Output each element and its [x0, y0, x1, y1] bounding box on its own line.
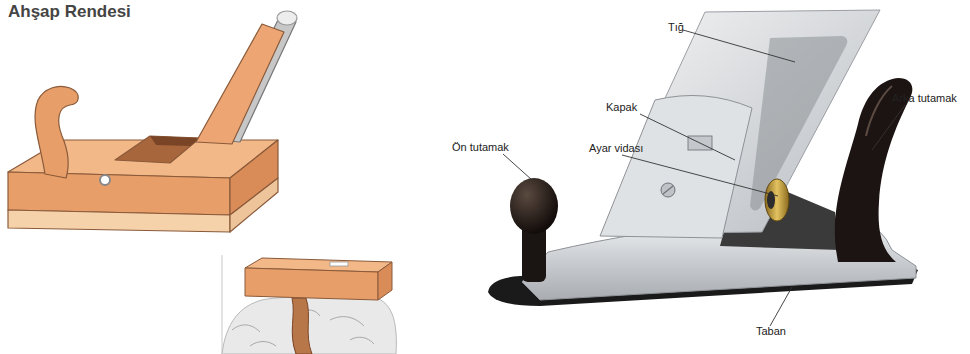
leader-line [622, 155, 778, 196]
wooden-wedge [196, 24, 284, 144]
diagram-title: Ahşap Rendesi [8, 2, 131, 22]
plane-throat [115, 136, 200, 163]
leader-line [683, 30, 795, 62]
cap-screw-slot [663, 186, 673, 194]
shaving-strip [292, 298, 312, 354]
inset-frame [222, 255, 223, 354]
depth-adjust-knob [765, 179, 789, 221]
part-label: Kapak [606, 101, 637, 114]
plane-screw [100, 175, 110, 185]
wooden-plane [8, 11, 297, 232]
wood-shavings [222, 296, 396, 354]
part-label: Arka tutamak [892, 92, 957, 105]
plane-inset [222, 255, 396, 354]
inset-blade-slot [330, 262, 348, 266]
plane-front-face [8, 172, 230, 215]
leader-line [640, 114, 735, 160]
part-label: Ayar vidası [589, 142, 643, 155]
leader-line [872, 105, 905, 150]
part-label: Tığ [668, 21, 684, 34]
blade-top [277, 11, 297, 25]
leader-line [503, 154, 532, 180]
lever-cap [600, 96, 752, 239]
metal-plane [488, 10, 918, 306]
front-knob [510, 178, 558, 234]
rear-horn [35, 87, 78, 179]
plane-end-base [230, 178, 278, 232]
plane-base-strip [8, 210, 230, 232]
inset-front-face [245, 268, 378, 300]
part-label: Taban [756, 325, 786, 338]
leader-lines [503, 30, 905, 326]
leader-line [770, 287, 792, 326]
plane-throat-shadow [150, 136, 200, 146]
rear-tote [835, 78, 913, 262]
blade-slot [750, 36, 847, 211]
inset-end-face [378, 262, 392, 300]
cap-screw [661, 183, 675, 197]
part-label: Ön tutamak [452, 141, 509, 154]
